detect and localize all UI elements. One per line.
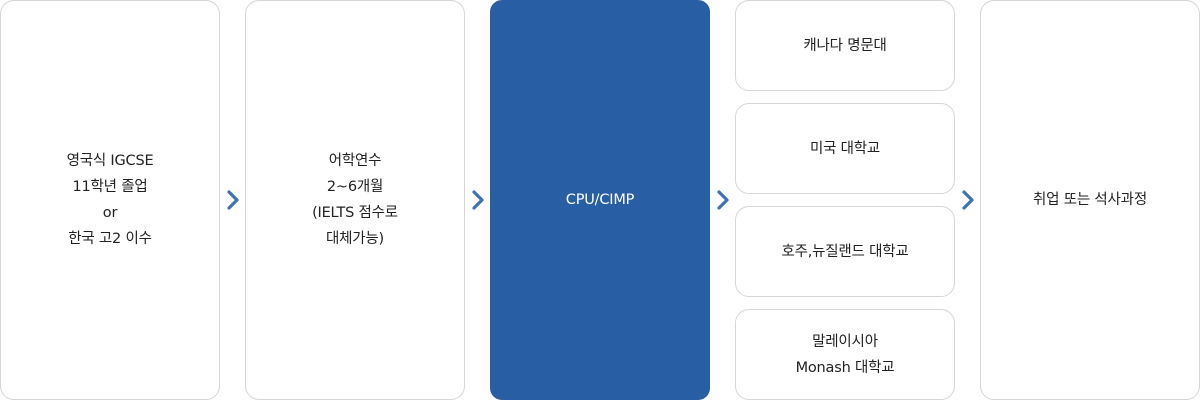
option-canada-label: 캐나다 명문대 xyxy=(803,37,887,54)
chevron-right-icon xyxy=(471,189,485,211)
step-igcse-line-1: 영국식 IGCSE xyxy=(66,153,154,169)
step-language-line-2: 2~6개월 xyxy=(326,179,384,195)
step-igcse-line-4: 한국 고2 이수 xyxy=(68,231,152,247)
step-igcse-line-2: 11학년 졸업 xyxy=(72,179,148,195)
step-igcse-box: 영국식 IGCSE 11학년 졸업 or 한국 고2 이수 xyxy=(0,0,220,400)
option-malaysia-line-2: Monash 대학교 xyxy=(795,359,895,376)
option-malaysia-box: 말레이시아 Monash 대학교 xyxy=(735,309,955,400)
step-language-line-1: 어학연수 xyxy=(328,153,382,169)
option-canada-box: 캐나다 명문대 xyxy=(735,0,955,91)
step-igcse-line-3: or xyxy=(102,205,118,221)
option-australia-nz-box: 호주,뉴질랜드 대학교 xyxy=(735,206,955,297)
step-language-line-4: 대체가능) xyxy=(325,231,385,247)
option-malaysia-line-1: 말레이시아 xyxy=(812,333,878,350)
step-career-box: 취업 또는 석사과정 xyxy=(980,0,1200,400)
step-cpu-cimp-box: CPU/CIMP xyxy=(490,0,710,400)
chevron-right-icon xyxy=(961,189,975,211)
step-language-line-3: (IELTS 점수로 xyxy=(312,205,398,221)
chevron-right-icon xyxy=(716,189,730,211)
option-australia-nz-label: 호주,뉴질랜드 대학교 xyxy=(781,243,909,260)
chevron-right-icon xyxy=(226,189,240,211)
step-language-course-box: 어학연수 2~6개월 (IELTS 점수로 대체가능) xyxy=(245,0,465,400)
option-usa-box: 미국 대학교 xyxy=(735,103,955,194)
step-cpu-cimp-label: CPU/CIMP xyxy=(565,192,635,208)
step-career-label: 취업 또는 석사과정 xyxy=(1033,192,1147,208)
option-usa-label: 미국 대학교 xyxy=(809,140,881,157)
